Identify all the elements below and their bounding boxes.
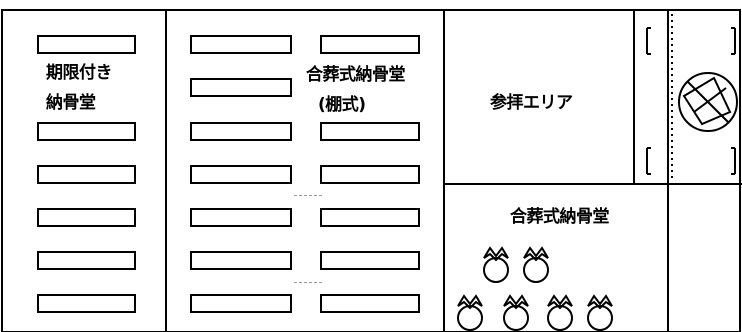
shelf-plot[interactable] xyxy=(320,165,420,184)
limited-ossuary-plot[interactable] xyxy=(37,165,136,184)
guide-line xyxy=(294,282,322,283)
limited-ossuary-label-line2: 納骨堂 xyxy=(46,93,96,113)
shelf-plot[interactable] xyxy=(190,122,292,141)
shelf-plot[interactable] xyxy=(190,165,292,184)
limited-ossuary-label-line1: 期限付き xyxy=(46,63,113,83)
shelf-plot[interactable] xyxy=(190,208,292,227)
shelf-plot[interactable] xyxy=(190,294,292,313)
shelf-plot[interactable] xyxy=(190,78,292,97)
shelf-plot[interactable] xyxy=(320,122,420,141)
limited-ossuary-plot[interactable] xyxy=(37,122,136,141)
limited-ossuary-plot[interactable] xyxy=(37,251,136,270)
shelf-plot[interactable] xyxy=(190,251,292,270)
shelf-plot[interactable] xyxy=(320,251,420,270)
limited-ossuary-plot[interactable] xyxy=(37,35,136,54)
shelf-plot[interactable] xyxy=(320,208,420,227)
shared-ossuary-shelf-label-line1: 合葬式納骨堂 xyxy=(306,65,406,85)
shelf-plot[interactable] xyxy=(320,35,420,54)
limited-ossuary-plot[interactable] xyxy=(37,294,136,313)
shelf-plot[interactable] xyxy=(320,294,420,313)
shelf-plot[interactable] xyxy=(190,35,292,54)
limited-ossuary-plot[interactable] xyxy=(37,208,136,227)
guide-line xyxy=(294,195,322,196)
shared-ossuary-shelf-label-line2: (棚式) xyxy=(318,95,366,115)
worship-area-label: 参拝エリア xyxy=(490,93,573,113)
shared-ossuary-label: 合葬式納骨堂 xyxy=(510,207,610,227)
